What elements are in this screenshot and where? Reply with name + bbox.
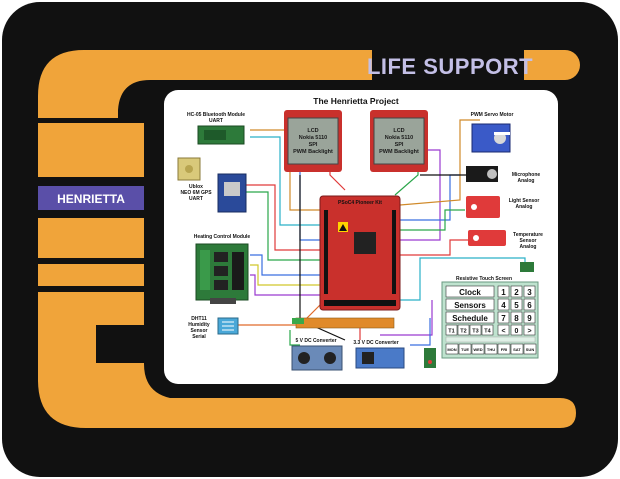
- lcd-left-line-1: LCD: [307, 128, 318, 134]
- day-wed: WED: [473, 347, 482, 352]
- conv5-label: 5 V DC Converter: [295, 338, 336, 344]
- lcd-left-line-2: Nokia 5110: [299, 135, 327, 141]
- key-t1: T1: [448, 329, 454, 335]
- temp-label-2: Sensor: [520, 238, 537, 244]
- key-t2: T2: [460, 329, 466, 335]
- touch-timer-row: T1 T2 T3 T4 < 0 >: [445, 324, 536, 336]
- small-pcb: [424, 348, 436, 368]
- diagram-title: The Henrietta Project: [313, 96, 399, 106]
- mic-label-2: Analog: [518, 178, 535, 184]
- touch-btn-schedule: Schedule: [452, 314, 488, 323]
- psoc-label: PSoC4 Pioneer Kit: [338, 200, 382, 206]
- lcars-left-segment-1: [38, 123, 144, 177]
- lcd-left-line-3: SPI: [309, 142, 318, 148]
- touch-keypad: 1 2 3 4 5 6 7 8 9: [497, 285, 536, 324]
- servo-motor: PWM Servo Motor: [471, 112, 514, 153]
- bluetooth-label-1: HC-05 Bluetooth Module: [187, 112, 245, 118]
- gps-label-1: Ublox: [189, 184, 203, 190]
- temp-label-3: Analog: [520, 244, 537, 250]
- key-8: 8: [514, 314, 519, 323]
- key-t3: T3: [472, 329, 478, 335]
- lcars-frame: [38, 50, 580, 428]
- sidebar-label-bg: [38, 186, 144, 210]
- key-1: 1: [501, 288, 506, 297]
- bluetooth-label-2: UART: [209, 118, 223, 124]
- dht-label-1: DHT11: [191, 316, 207, 322]
- conv33-label: 3.3 V DC Converter: [353, 340, 398, 346]
- lcars-bottom-elbow: [38, 292, 576, 428]
- touch-label: Resistive Touch Screen: [456, 276, 512, 282]
- temp-label-1: Temperature: [513, 232, 543, 238]
- dht11-sensor: DHT11 Humidity Sensor Serial: [188, 316, 239, 340]
- gps-label-3: UART: [189, 196, 203, 202]
- day-sat: SAT: [513, 347, 521, 352]
- small-green-board: [292, 318, 304, 324]
- dht-label-3: Sensor: [191, 328, 208, 334]
- header-title: LIFE SUPPORT: [367, 54, 533, 79]
- touch-screen: Resistive Touch Screen Clock Sensors Sch…: [441, 276, 539, 359]
- day-thu: THU: [487, 347, 495, 352]
- key-0: 0: [515, 328, 519, 335]
- sidebar-label: HENRIETTA: [57, 192, 125, 206]
- bluetooth-module: HC-05 Bluetooth Module UART: [187, 112, 245, 145]
- lcd-right-line-4: PWM Backlight: [379, 149, 419, 155]
- touch-blank-row: [445, 336, 536, 343]
- henrietta-diagram: The Henrietta Project LCD Nokia 5110 SPI…: [177, 96, 543, 371]
- key-t4: T4: [484, 329, 491, 335]
- key-right: >: [527, 328, 531, 335]
- dc-converter-5v: 5 V DC Converter: [291, 338, 343, 371]
- key-7: 7: [501, 314, 506, 323]
- servo-label: PWM Servo Motor: [471, 112, 514, 118]
- heating-label: Heating Control Module: [194, 234, 251, 240]
- light-label-1: Light Sensor: [509, 198, 540, 204]
- dc-converter-3v3: 3.3 V DC Converter: [353, 340, 405, 369]
- lcars-top-elbow: [38, 50, 372, 118]
- temperature-sensor: Temperature Sensor Analog: [468, 230, 543, 250]
- touch-connector: [520, 262, 534, 272]
- lcars-bottom-notch: [96, 325, 144, 363]
- touch-btn-clock: Clock: [459, 288, 481, 297]
- dht-label-2: Humidity: [188, 322, 210, 328]
- light-label-2: Analog: [516, 204, 533, 210]
- lcd-right-line-2: Nokia 5110: [385, 135, 413, 141]
- gps-label-2: NEO 6M GPS: [180, 190, 212, 196]
- lcd-right-line-1: LCD: [393, 128, 404, 134]
- header-bg: [376, 50, 520, 80]
- lcars-top-right-bar-left: [524, 50, 554, 80]
- touch-day-row: MON TUE WED THU FRI SAT SUN: [445, 343, 537, 355]
- key-9: 9: [527, 314, 532, 323]
- key-3: 3: [527, 288, 532, 297]
- day-sun: SUN: [526, 347, 535, 352]
- microphone-sensor: Microphone Analog: [466, 166, 540, 184]
- small-pcb-led: [428, 360, 432, 364]
- heating-module: Heating Control Module: [194, 234, 251, 304]
- day-mon: MON: [447, 347, 456, 352]
- lcd-right: LCD Nokia 5110 SPI PWM Backlight: [370, 110, 428, 172]
- day-fri: FRI: [501, 347, 507, 352]
- key-6: 6: [527, 301, 532, 310]
- key-5: 5: [514, 301, 519, 310]
- light-sensor: Light Sensor Analog: [466, 196, 539, 218]
- key-left: <: [501, 328, 505, 335]
- lcars-left-segment-2: [38, 218, 144, 258]
- key-4: 4: [501, 301, 506, 310]
- lcd-right-line-3: SPI: [395, 142, 404, 148]
- psoc4-board: PSoC4 Pioneer Kit: [319, 195, 401, 311]
- lcd-left: LCD Nokia 5110 SPI PWM Backlight: [284, 110, 342, 172]
- lcars-left-segment-3: [38, 264, 144, 286]
- mic-label-1: Microphone: [512, 172, 541, 178]
- pin-header-strip: [295, 317, 395, 329]
- touch-btn-sensors: Sensors: [454, 301, 486, 310]
- key-2: 2: [514, 288, 519, 297]
- lcd-left-line-4: PWM Backlight: [293, 149, 333, 155]
- gps-module: Ublox NEO 6M GPS UART: [177, 157, 247, 213]
- day-tue: TUE: [461, 347, 469, 352]
- dht-label-4: Serial: [192, 334, 206, 340]
